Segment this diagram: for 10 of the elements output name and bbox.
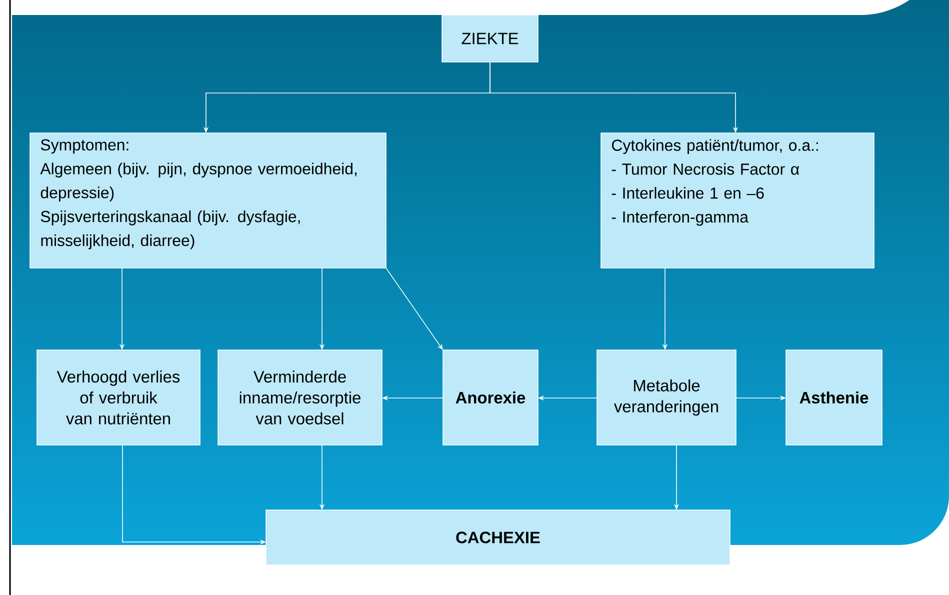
text-box: Cytokines patiënt/tumor, o.a.: - Tumor Necrosis Factor α - Interleukine 1 en –6 - Interferon-gamma [600, 132, 874, 268]
process-box: Asthenie [786, 350, 882, 446]
process-box: Verminderde inname/resorptie van voedsel [218, 350, 382, 446]
process-box: Verhoogd verlies of verbruik van nutriënten [36, 350, 200, 446]
text-box: Symptomen: Algemeen (bijv. pijn, dyspnoe vermoeidheid, depressie) Spijsverteringskanaal (bijv. dysfagie, misselijkheid, diarree) [30, 132, 386, 268]
process-box: Metabole veranderingen [596, 350, 736, 446]
process-box: Anorexie [442, 350, 538, 446]
arrow [386, 268, 443, 350]
process-box: ZIEKTE [442, 14, 538, 62]
process-box: CACHEXIE [266, 510, 730, 566]
